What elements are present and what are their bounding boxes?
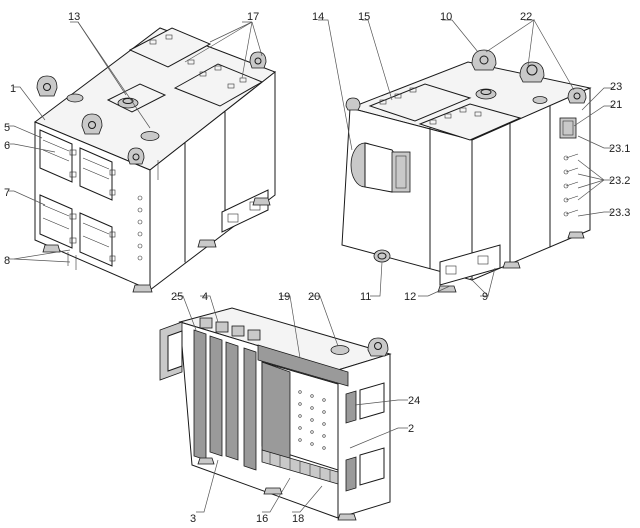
label-23: 23	[610, 81, 622, 93]
boiler-cutaway-view	[159, 307, 392, 521]
rear-side-fittings	[559, 117, 579, 217]
label-23-1: 23.1	[609, 143, 630, 155]
rear-feet	[437, 231, 585, 293]
lifting-eye	[519, 61, 545, 83]
label-5: 5	[4, 122, 10, 134]
side-fittings	[137, 195, 143, 261]
label-8: 8	[4, 255, 10, 267]
label-6: 6	[4, 140, 10, 152]
label-3: 3	[190, 513, 196, 525]
cutaway-flue	[159, 321, 183, 381]
top-connectors	[199, 317, 261, 341]
label-1: 1	[10, 83, 16, 95]
label-13: 13	[68, 11, 80, 23]
leader-lines	[8, 19, 614, 513]
flue-outlet	[350, 142, 411, 193]
lower-doors	[39, 194, 113, 267]
rear-top-cover-2	[418, 103, 522, 141]
label-25: 25	[171, 291, 183, 303]
label-16: 16	[256, 513, 268, 525]
upper-doors	[39, 129, 113, 201]
chamber-roof	[257, 344, 349, 387]
rear-top-cover	[368, 83, 472, 122]
label-4: 4	[202, 291, 208, 303]
label-9: 9	[482, 291, 488, 303]
boiler-front-view	[34, 27, 277, 293]
cutaway-foot	[263, 487, 283, 495]
label-10: 10	[440, 11, 452, 23]
callout-labels: 13 17 1 5 6 7 8 14 15 10 22 23 21 23.1 2…	[4, 11, 630, 525]
lifting-eye	[471, 49, 497, 71]
tube-holes	[298, 390, 326, 450]
label-17: 17	[247, 11, 259, 23]
support-feet	[42, 197, 271, 293]
grate	[261, 449, 339, 485]
label-22: 22	[520, 11, 532, 23]
door-frames	[345, 382, 385, 492]
label-19: 19	[278, 291, 290, 303]
lifting-eye	[367, 337, 389, 357]
label-18: 18	[292, 513, 304, 525]
label-14: 14	[312, 11, 324, 23]
cutaway-flange	[330, 345, 350, 355]
label-23-2: 23.2	[609, 175, 630, 187]
cutaway-foot	[337, 513, 357, 521]
front-side-face	[149, 70, 276, 292]
label-21: 21	[610, 99, 622, 111]
top-flange-2	[66, 93, 84, 103]
label-2: 2	[408, 423, 414, 435]
lifting-eye	[81, 113, 103, 135]
label-23-3: 23.3	[609, 207, 630, 219]
lifting-eye	[567, 87, 587, 104]
lifting-eye	[36, 75, 58, 97]
top-cover-plate	[128, 27, 212, 68]
lifting-eye	[127, 147, 145, 165]
label-11: 11	[360, 291, 371, 303]
label-7: 7	[4, 187, 10, 199]
cutaway-foot	[197, 457, 215, 465]
drain-port	[373, 249, 391, 263]
label-24: 24	[408, 395, 420, 407]
label-15: 15	[358, 11, 370, 23]
label-12: 12	[404, 291, 416, 303]
rear-connection-box	[439, 244, 501, 286]
boiler-rear-view	[341, 49, 592, 293]
label-20: 20	[308, 291, 320, 303]
lifting-eye	[249, 51, 267, 69]
lifting-eye	[345, 97, 361, 111]
wall-plates	[193, 329, 257, 471]
top-flange-3	[140, 131, 160, 141]
chamber-side-wall	[261, 361, 291, 461]
